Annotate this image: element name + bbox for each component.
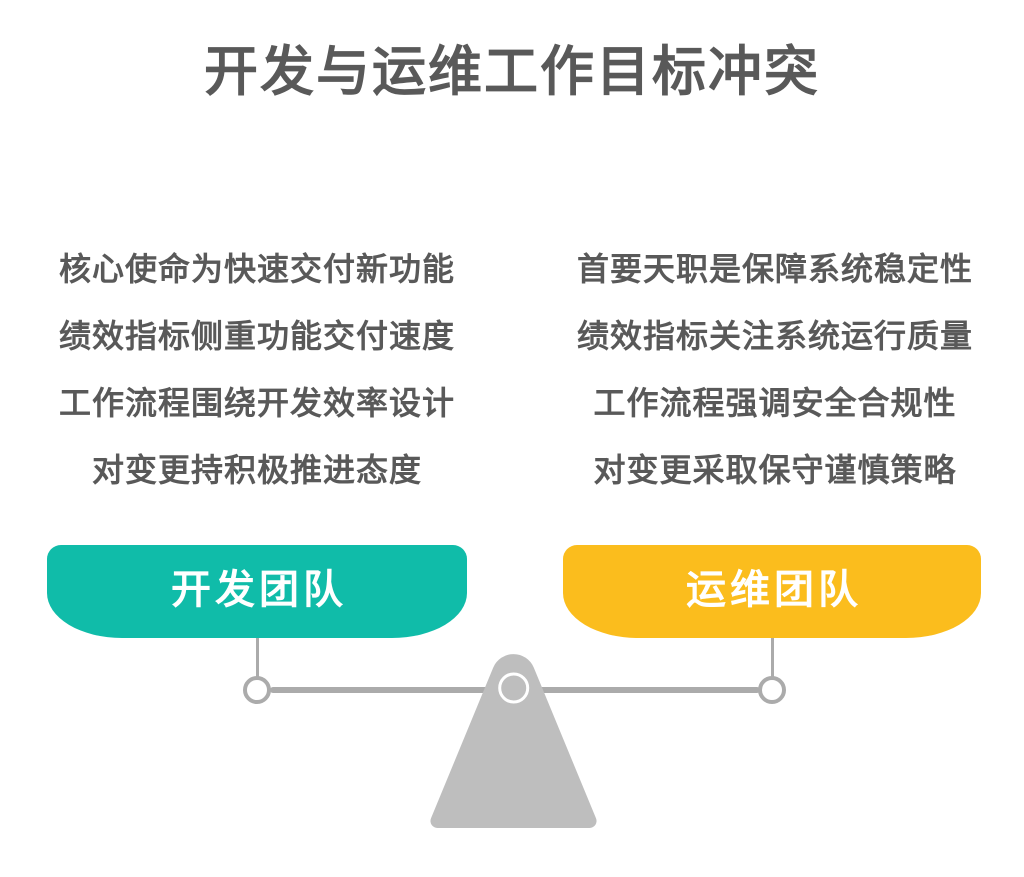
hanger-ring-icon <box>243 676 271 704</box>
goal-item: 首要天职是保障系统稳定性 <box>576 251 973 287</box>
dev-team-label: 开发团队 <box>171 567 347 612</box>
goal-item: 对变更采取保守谨慎策略 <box>593 452 957 488</box>
dev-team-bucket: 开发团队 <box>47 545 467 638</box>
fulcrum-icon <box>430 654 597 829</box>
hanger-line <box>770 636 774 678</box>
goal-item: 工作流程围绕开发效率设计 <box>58 385 455 421</box>
ops-team-label: 运维团队 <box>686 567 862 612</box>
dev-goals-list: 核心使命为快速交付新功能 绩效指标侧重功能交付速度 工作流程围绕开发效率设计 对… <box>37 236 477 504</box>
goal-item: 核心使命为快速交付新功能 <box>58 251 455 287</box>
goal-item: 工作流程强调安全合规性 <box>593 385 957 421</box>
hanger-line <box>255 636 259 678</box>
pivot-ring-icon <box>498 672 530 704</box>
goal-item: 对变更持积极推进态度 <box>91 452 422 488</box>
ops-team-bucket: 运维团队 <box>563 545 981 638</box>
ops-goals-list: 首要天职是保障系统稳定性 绩效指标关注系统运行质量 工作流程强调安全合规性 对变… <box>555 236 995 504</box>
page-title: 开发与运维工作目标冲突 <box>204 42 820 102</box>
fulcrum-triangle-icon <box>430 654 597 829</box>
hanger-ring-icon <box>758 676 786 704</box>
goal-item: 绩效指标关注系统运行质量 <box>576 318 973 354</box>
goal-item: 绩效指标侧重功能交付速度 <box>58 318 455 354</box>
